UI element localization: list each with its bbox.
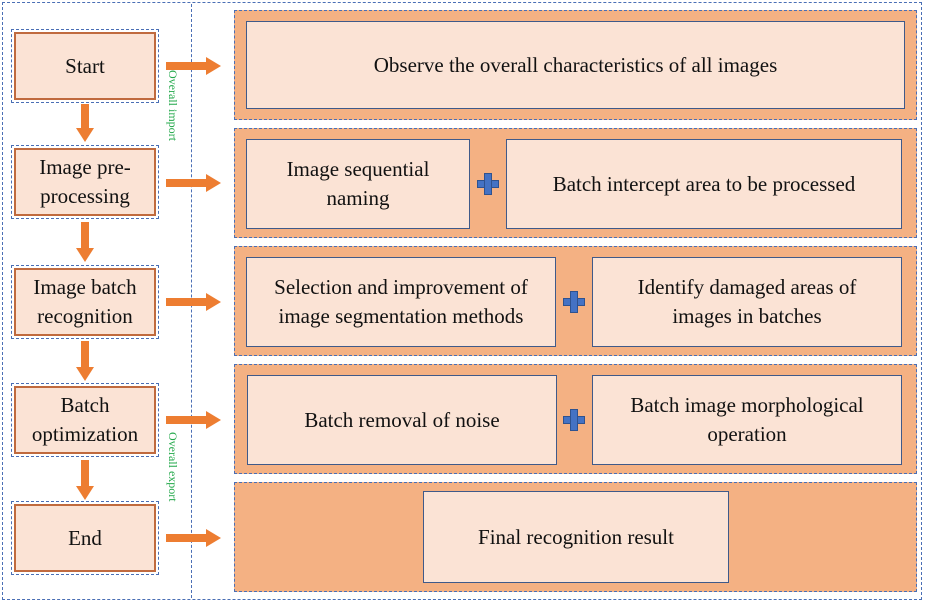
panel-recognition: Selection and improvement of image segme… xyxy=(234,246,917,356)
step-batch-optimization: Batch optimization xyxy=(11,383,159,457)
overall-import-label: Overall import xyxy=(166,70,180,141)
noise-removal-box: Batch removal of noise xyxy=(247,375,557,465)
plus-icon xyxy=(563,291,585,313)
final-recognition-result-box: Final recognition result xyxy=(423,491,729,583)
arrow-down-icon xyxy=(76,222,94,262)
plus-icon xyxy=(563,409,585,431)
segmentation-methods-box: Selection and improvement of image segme… xyxy=(246,257,556,347)
arrow-down-icon xyxy=(76,460,94,500)
arrow-right-icon xyxy=(166,411,221,429)
overall-export-label: Overall export xyxy=(166,432,180,502)
arrow-right-icon xyxy=(166,174,221,192)
arrow-right-icon xyxy=(166,293,221,311)
step-start: Start xyxy=(11,29,159,103)
panel-optimization: Batch removal of noise Batch image morph… xyxy=(234,364,917,474)
plus-icon xyxy=(477,173,499,195)
step-end: End xyxy=(11,501,159,575)
identify-damaged-areas-box: Identify damaged areas of images in batc… xyxy=(592,257,902,347)
step-image-preprocessing: Image pre- processing xyxy=(11,145,159,219)
arrow-right-icon xyxy=(166,529,221,547)
observe-box: Observe the overall characteristics of a… xyxy=(246,21,905,109)
panel-preprocessing: Image sequential naming Batch intercept … xyxy=(234,128,917,238)
arrow-down-icon xyxy=(76,341,94,381)
panel-final: Final recognition result xyxy=(234,482,917,592)
batch-intercept-area-box: Batch intercept area to be processed xyxy=(506,139,902,229)
step-image-batch-recognition: Image batch recognition xyxy=(11,265,159,339)
image-sequential-naming-box: Image sequential naming xyxy=(246,139,470,229)
panel-observe: Observe the overall characteristics of a… xyxy=(234,10,917,120)
arrow-right-icon xyxy=(166,57,221,75)
arrow-down-icon xyxy=(76,104,94,142)
morphological-operation-box: Batch image morphological operation xyxy=(592,375,902,465)
